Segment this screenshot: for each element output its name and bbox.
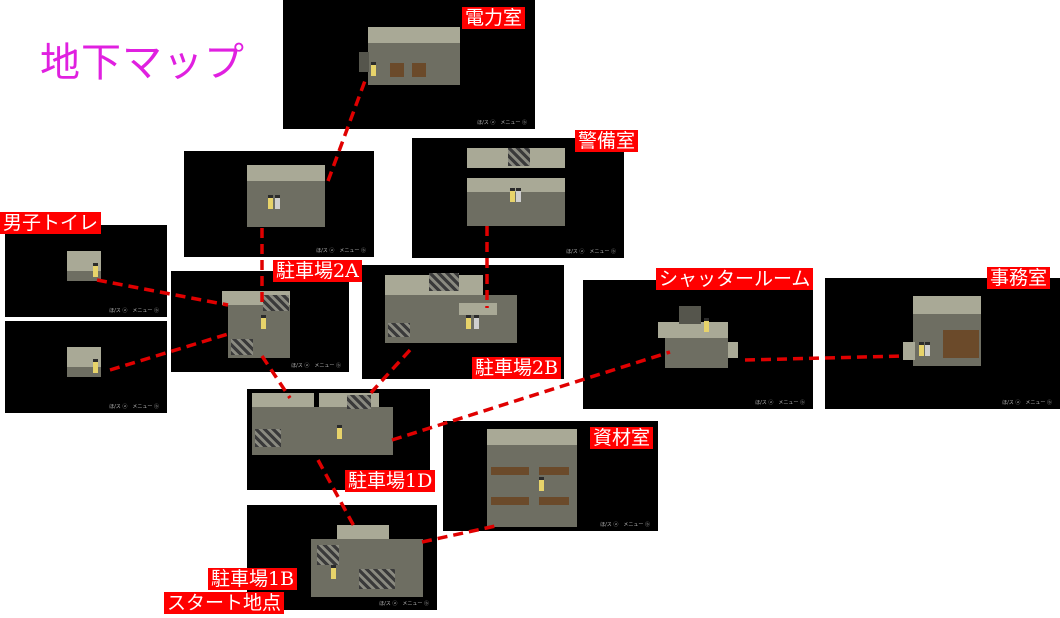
room-label-office: 事務室 (987, 267, 1051, 289)
room-label-parking-1b: 駐車場1B (208, 568, 298, 590)
hud-text: ほ/ス ⓐ メニュー ⓑ (755, 400, 805, 406)
link-2a-1d (260, 355, 292, 399)
room-label-shutter: シャッタールーム (656, 268, 814, 290)
security-room-screenshot: ほ/ス ⓐ メニュー ⓑ (412, 138, 624, 258)
hud-text: ほ/ス ⓐ メニュー ⓑ (379, 601, 429, 607)
room-label-parking-1d: 駐車場1D (345, 470, 436, 492)
link-1d-shutter (391, 350, 671, 442)
room-label-security: 警備室 (575, 130, 639, 152)
link-1d-1b (316, 459, 357, 529)
parking-2a-screenshot: ほ/ス ⓐ メニュー ⓑ (171, 271, 349, 372)
hud-text: ほ/ス ⓐ メニュー ⓑ (1002, 400, 1052, 406)
hud-text: ほ/ス ⓐ メニュー ⓑ (109, 404, 159, 410)
hud-text: ほ/ス ⓐ メニュー ⓑ (291, 363, 341, 369)
toilet-screenshot-upper: ほ/ス ⓐ メニュー ⓑ (5, 225, 167, 317)
link-toilet-lower (109, 332, 229, 372)
room-label-parking-2a: 駐車場2A (273, 260, 362, 282)
link-parking-power (326, 77, 368, 182)
link-toilet-upper (96, 278, 229, 307)
hud-text: ほ/ス ⓐ メニュー ⓑ (566, 249, 616, 255)
room-label-parking-2b: 駐車場2B (472, 357, 562, 379)
hud-text: ほ/ス ⓐ メニュー ⓑ (109, 308, 159, 314)
shutter-room-screenshot: ほ/ス ⓐ メニュー ⓑ (583, 280, 813, 409)
link-2b-1d (366, 348, 412, 398)
parking-2b-screenshot: ほ/ス ⓐ メニュー ⓑ (362, 265, 564, 379)
parking-1b-screenshot: ほ/ス ⓐ メニュー ⓑ (247, 505, 437, 610)
room-label-materials: 資材室 (590, 427, 654, 449)
room-label-power: 電力室 (462, 7, 526, 29)
start-point-label: スタート地点 (164, 592, 285, 614)
parking-upper-screenshot: ほ/ス ⓐ メニュー ⓑ (184, 151, 374, 257)
link-shutter-office (744, 354, 905, 362)
hud-text: ほ/ス ⓐ メニュー ⓑ (477, 120, 527, 126)
map-title: 地下マップ (40, 40, 245, 86)
link-1b-materials (421, 523, 501, 544)
room-label-mens-toilet: 男子トイレ (0, 212, 102, 234)
office-screenshot: ほ/ス ⓐ メニュー ⓑ (825, 278, 1060, 409)
hud-text: ほ/ス ⓐ メニュー ⓑ (600, 522, 650, 528)
hud-text: ほ/ス ⓐ メニュー ⓑ (316, 248, 366, 254)
toilet-screenshot-lower: ほ/ス ⓐ メニュー ⓑ (5, 321, 167, 413)
